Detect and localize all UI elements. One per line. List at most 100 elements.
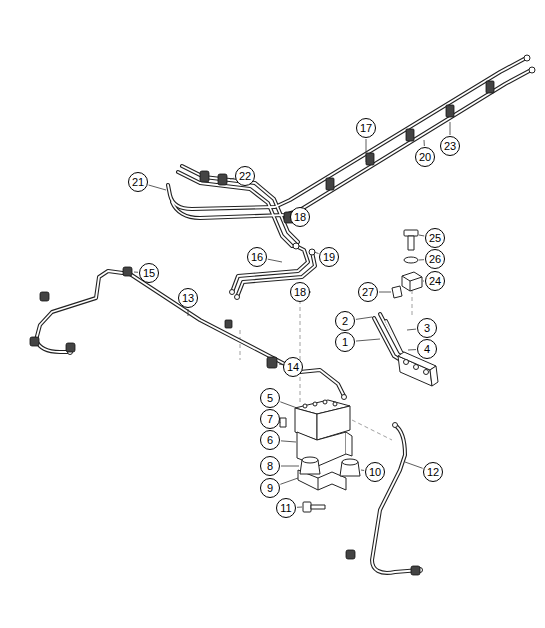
callout-circle: 8: [260, 456, 280, 476]
rubber-mounts: [300, 457, 360, 476]
callout-number: 12: [427, 467, 439, 478]
drawing-stroke: [411, 566, 420, 575]
leader-line: [450, 122, 451, 135]
drawing-stroke: [303, 404, 307, 408]
callout-number: 24: [429, 276, 441, 287]
drawing-stroke: [326, 178, 334, 190]
leader-line: [419, 259, 424, 260]
leader-line: [356, 339, 380, 341]
drawing-stroke: [182, 166, 298, 242]
callout-circle: 3: [417, 318, 437, 338]
drawing-stroke: [178, 172, 292, 246]
callout-circle: 7: [260, 409, 280, 429]
callout-number: 15: [143, 268, 155, 279]
callout-number: 9: [267, 483, 273, 494]
leader-line: [419, 235, 424, 237]
callout-number: 10: [369, 467, 381, 478]
bolt: [303, 502, 325, 512]
drawing-stroke: [30, 337, 39, 346]
callout-circle: 14: [283, 357, 303, 377]
callout-number: 18: [294, 287, 306, 298]
leader-line: [281, 466, 299, 467]
callout-number: 27: [362, 287, 374, 298]
callout-circle: 1: [335, 332, 355, 352]
callout-number: 25: [429, 233, 441, 244]
callout-circle: 9: [260, 478, 280, 498]
callout-number: 16: [251, 252, 263, 263]
drawing-stroke: [313, 402, 317, 406]
drawing-stroke: [297, 432, 346, 466]
dashed-guides: [240, 290, 412, 440]
callout-circle: 23: [440, 136, 460, 156]
drawing-stroke: [36, 271, 344, 396]
drawing-stroke: [323, 400, 327, 404]
fittings: [392, 230, 422, 298]
drawing-stroke: [412, 290, 413, 318]
callout-circle: 13: [178, 288, 198, 308]
leader-line: [356, 317, 372, 319]
tube-clips: [30, 81, 494, 575]
drawing-stroke: [36, 271, 344, 396]
callout-circle: 11: [276, 498, 296, 518]
callout-circle: 19: [319, 247, 339, 267]
leader-line: [134, 272, 138, 273]
drawing-stroke: [342, 459, 358, 465]
callout-circle: 10: [365, 462, 385, 482]
leader-line: [379, 292, 391, 293]
callout-circle: 18: [290, 282, 310, 302]
drawing-stroke: [66, 343, 75, 352]
callout-circle: 2: [335, 311, 355, 331]
leader-line: [279, 364, 282, 366]
drawing-stroke: [529, 67, 535, 73]
callout-number: 23: [444, 141, 456, 152]
callout-number: 6: [267, 435, 273, 446]
callout-number: 19: [323, 252, 335, 263]
drawing-stroke: [406, 129, 414, 141]
drawing-stroke: [302, 457, 318, 463]
callout-circle: 4: [417, 339, 437, 359]
drawing-stroke: [372, 425, 420, 573]
drawing-stroke: [293, 243, 299, 249]
drawing-stroke: [311, 505, 325, 509]
leader-line: [297, 507, 302, 508]
drawing-stroke: [280, 418, 286, 427]
callout-circle: 22: [235, 166, 255, 186]
callout-number: 11: [280, 503, 291, 514]
callout-circle: 16: [247, 247, 267, 267]
callout-number: 5: [267, 393, 273, 404]
callout-number: 26: [429, 254, 441, 265]
drawing-stroke: [392, 286, 402, 298]
callout-number: 22: [239, 171, 251, 182]
drawing-stroke: [404, 230, 418, 236]
drawing-stroke: [486, 81, 494, 93]
callout-number: 17: [360, 123, 372, 134]
drawing-stroke: [346, 432, 352, 456]
leader-line: [423, 281, 424, 282]
leader-line: [230, 178, 234, 180]
drawing-stroke: [40, 292, 49, 301]
drawing-stroke: [408, 236, 414, 250]
drawing-stroke: [414, 365, 419, 370]
drawing-stroke: [240, 330, 241, 360]
leader-line: [281, 441, 296, 442]
line-ends: [68, 55, 536, 573]
drawing-stroke: [342, 395, 347, 400]
callout-number: 20: [419, 152, 431, 163]
callout-number: 13: [182, 293, 194, 304]
callout-number: 14: [287, 362, 299, 373]
leader-line: [424, 140, 425, 146]
drawing-stroke: [172, 70, 531, 218]
leader-line: [280, 478, 298, 484]
callout-circle: 12: [423, 462, 443, 482]
leader-line: [268, 259, 282, 262]
drawing-stroke: [230, 290, 235, 295]
drawing-stroke: [402, 276, 422, 291]
drawing-stroke: [402, 272, 422, 291]
drawing-stroke: [346, 550, 355, 559]
callout-circle: 18: [290, 207, 310, 227]
leader-line: [280, 402, 297, 408]
leader-line: [314, 252, 319, 254]
leader-line: [408, 349, 416, 350]
